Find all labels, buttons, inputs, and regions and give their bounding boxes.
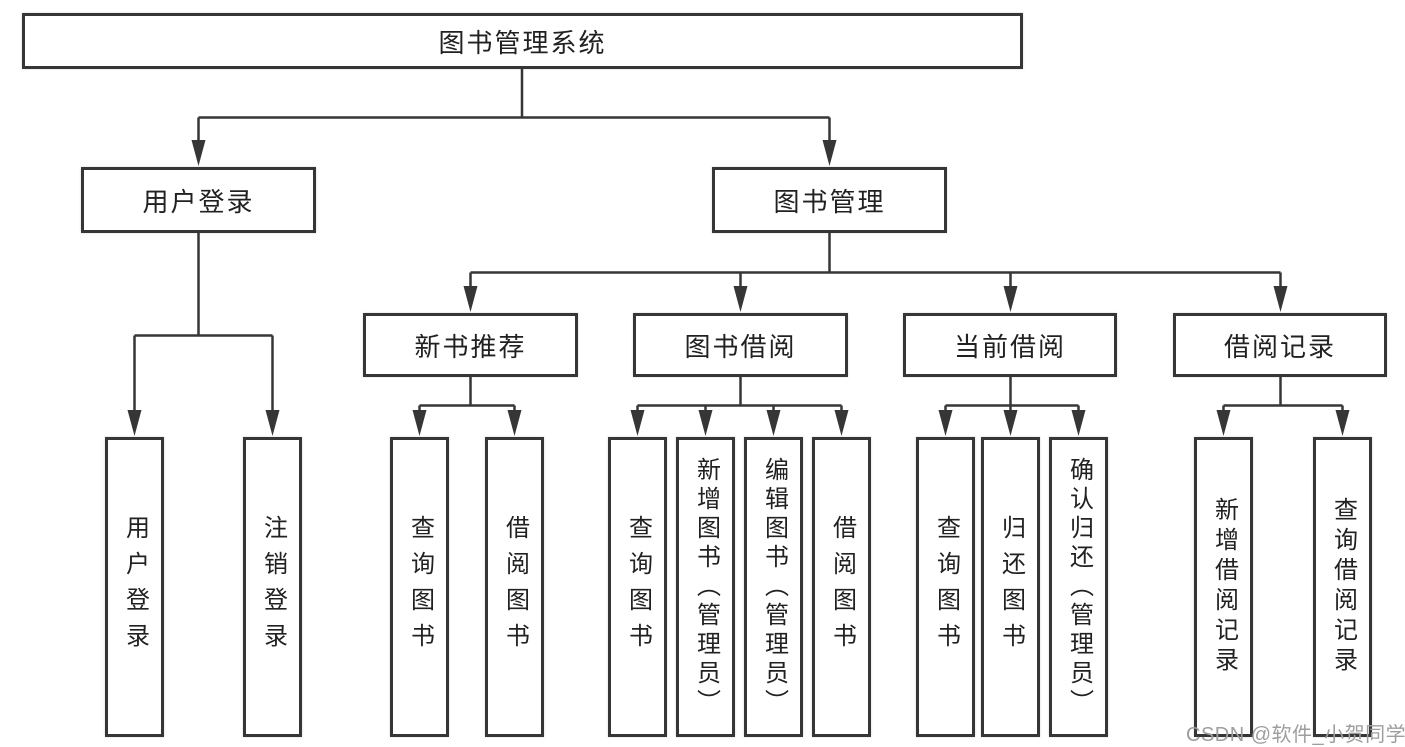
node-label: 借阅图书 — [828, 515, 856, 659]
arrowhead — [733, 286, 748, 312]
node-label: 查询图书 — [624, 515, 652, 659]
node-library-system: 图书管理系统 — [22, 13, 1023, 69]
arrowhead — [766, 410, 781, 436]
leaf-records-add: 新增借阅记录 — [1194, 437, 1253, 737]
arrowhead — [698, 410, 713, 436]
node-label: 查询图书 — [406, 515, 434, 659]
arrowhead — [463, 286, 478, 312]
node-label: 编辑图书（管理员） — [760, 456, 788, 718]
node-label: 新增图书（管理员） — [692, 456, 720, 718]
arrowhead — [1335, 410, 1350, 436]
arrowhead — [1071, 410, 1086, 436]
node-label: 归还图书 — [997, 515, 1025, 659]
leaf-borrowing-add-admin: 新增图书（管理员） — [676, 437, 735, 737]
node-label: 注销登录 — [259, 515, 287, 659]
leaf-logout: 注销登录 — [243, 437, 302, 737]
node-book-borrowing: 图书借阅 — [633, 313, 848, 377]
leaf-newbooks-borrow: 借阅图书 — [485, 437, 544, 737]
node-user-login: 用户登录 — [81, 167, 316, 233]
connector-bookmgmt-to-level3 — [469, 233, 1282, 287]
leaf-borrowing-borrow: 借阅图书 — [812, 437, 871, 737]
arrowhead — [938, 410, 953, 436]
connector-newbooks-to-leaves — [418, 377, 516, 411]
arrowhead — [127, 410, 142, 436]
arrowhead — [834, 410, 849, 436]
arrowhead — [265, 410, 280, 436]
node-label: 查询图书 — [932, 515, 960, 659]
connector-userlogin-to-leaves — [133, 233, 274, 411]
connector-root-to-level2 — [197, 68, 831, 141]
node-label: 借阅图书 — [501, 515, 529, 659]
leaf-records-query: 查询借阅记录 — [1313, 437, 1372, 737]
node-label: 确认归还（管理员） — [1065, 456, 1093, 718]
node-borrow-records: 借阅记录 — [1173, 313, 1387, 377]
arrowhead — [412, 410, 427, 436]
leaf-user-login: 用户登录 — [105, 437, 164, 737]
leaf-current-query: 查询图书 — [916, 437, 975, 737]
leaf-current-confirm-admin: 确认归还（管理员） — [1049, 437, 1108, 737]
arrowhead — [822, 140, 837, 166]
leaf-borrowing-query: 查询图书 — [608, 437, 667, 737]
arrowhead — [1003, 286, 1018, 312]
node-label: 用户登录 — [121, 515, 149, 659]
leaf-newbooks-query: 查询图书 — [390, 437, 449, 737]
leaf-borrowing-edit-admin: 编辑图书（管理员） — [744, 437, 803, 737]
connector-current-to-leaves — [944, 377, 1080, 411]
node-label: 查询借阅记录 — [1329, 497, 1357, 677]
arrowhead — [191, 140, 206, 166]
arrowhead — [1273, 286, 1288, 312]
node-new-book-recommend: 新书推荐 — [363, 313, 578, 377]
node-book-management: 图书管理 — [712, 167, 947, 233]
connector-borrowing-to-leaves — [636, 377, 843, 411]
arrowhead — [630, 410, 645, 436]
node-current-borrowing: 当前借阅 — [903, 313, 1117, 377]
connector-records-to-leaves — [1222, 377, 1344, 411]
arrowheads — [127, 140, 1350, 436]
arrowhead — [1216, 410, 1231, 436]
csdn-watermark: CSDN @软件_小贺同学 — [1186, 724, 1405, 746]
arrowhead — [1003, 410, 1018, 436]
arrowhead — [507, 410, 522, 436]
leaf-current-return: 归还图书 — [981, 437, 1040, 737]
node-label: 新增借阅记录 — [1210, 497, 1238, 677]
